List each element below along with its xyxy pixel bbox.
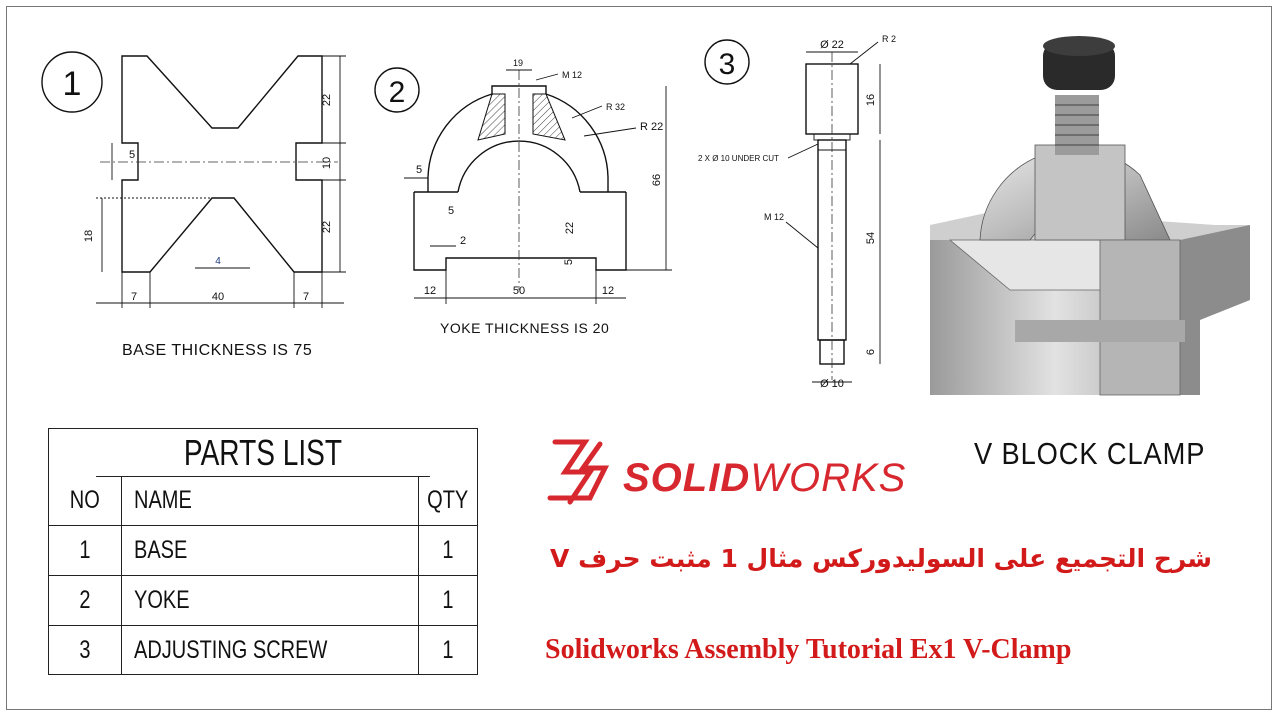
dim-40: 40 — [212, 291, 224, 303]
dim-16: 16 — [865, 94, 877, 106]
dim-22-top: 22 — [321, 94, 333, 106]
dim-5-inner: 5 — [448, 205, 454, 217]
dim-22: 22 — [564, 222, 576, 234]
solidworks-logo-icon — [547, 439, 610, 505]
dim-undercut: 2 X Ø 10 UNDER CUT — [698, 154, 779, 163]
bubble-3-label: 3 — [719, 48, 736, 81]
part-number-bubble — [41, 51, 103, 113]
row-name: YOKE — [134, 586, 190, 614]
table-row: 3 ADJUSTING SCREW 1 — [49, 625, 477, 675]
dim-54: 54 — [865, 232, 877, 244]
dim-phi22: Ø 22 — [820, 39, 844, 51]
table-header-row: NO NAME QTY — [49, 476, 477, 526]
row-name: BASE — [134, 536, 188, 564]
row-qty: 1 — [442, 636, 454, 664]
base-drawing: 1 22 10 22 5 18 4 7 40 7 BASE THICKNESS … — [41, 51, 346, 359]
row-qty: 1 — [442, 586, 454, 614]
table-row: 1 BASE 1 — [49, 525, 477, 576]
row-qty: 1 — [442, 536, 454, 564]
dim-12-right: 12 — [602, 285, 614, 297]
dim-5-bottom: 5 — [563, 259, 575, 265]
base-outline — [121, 55, 323, 273]
dim-4: 4 — [215, 256, 221, 267]
arabic-title: شرح التجميع على السوليدوركس مثال 1 مثبت … — [550, 544, 1212, 573]
solidworks-wordmark: SOLIDWORKS — [623, 456, 906, 501]
dim-r32: R 32 — [606, 102, 625, 112]
dim-50: 50 — [513, 285, 525, 297]
bubble-2-label: 2 — [389, 76, 406, 109]
dim-m12: M 12 — [764, 212, 784, 222]
dim-6: 6 — [865, 349, 877, 355]
parts-list-title: PARTS LIST — [96, 429, 430, 477]
table-row: 2 YOKE 1 — [49, 575, 477, 626]
dim-phi10: Ø 10 — [820, 378, 844, 390]
row-no: 1 — [79, 536, 91, 564]
base-thickness-note: BASE THICKNESS IS 75 — [122, 342, 312, 359]
dim-12-left: 12 — [424, 285, 436, 297]
logo-bold-text: SOLID — [623, 456, 751, 500]
dim-22-bottom: 22 — [321, 221, 333, 233]
dim-m12: M 12 — [562, 70, 582, 80]
dim-10: 10 — [321, 157, 333, 169]
render-label: V BLOCK CLAMP — [974, 436, 1206, 471]
dim-18: 18 — [83, 230, 95, 242]
dim-66: 66 — [651, 174, 663, 186]
logo-light-text: WORKS — [750, 456, 907, 500]
dim-5: 5 — [129, 149, 135, 161]
row-name: ADJUSTING SCREW — [134, 636, 328, 664]
dim-7-right: 7 — [303, 291, 309, 303]
dim-19: 19 — [513, 58, 523, 68]
header-qty: QTY — [427, 486, 469, 514]
bubble-1-label: 1 — [63, 65, 82, 103]
header-name: NAME — [134, 486, 192, 514]
dim-r22: R 22 — [640, 121, 663, 133]
dim-7-left: 7 — [131, 291, 137, 303]
v-block-clamp-render — [930, 36, 1250, 396]
dim-5-left: 5 — [416, 164, 422, 176]
yoke-thickness-note: YOKE THICKNESS IS 20 — [440, 320, 609, 336]
header-no: NO — [70, 486, 100, 514]
row-no: 2 — [79, 586, 91, 614]
yoke-drawing: 2 19 M 12 R 32 R 22 5 66 5 2 22 5 12 50 … — [374, 58, 672, 336]
dim-r2: R 2 — [882, 34, 896, 44]
english-title: Solidworks Assembly Tutorial Ex1 V-Clamp — [545, 634, 1072, 665]
parts-list-table: PARTS LIST NO NAME QTY 1 BASE 1 2 YOKE 1… — [48, 428, 478, 675]
parts-list-grid: NO NAME QTY 1 BASE 1 2 YOKE 1 3 ADJUSTIN… — [49, 476, 477, 675]
dim-2: 2 — [460, 235, 466, 247]
page-frame — [6, 6, 1272, 710]
screw-drawing: 3 Ø 22 R 2 16 2 X Ø 10 UNDER CUT M 12 54… — [698, 34, 896, 390]
row-no: 3 — [79, 636, 91, 664]
